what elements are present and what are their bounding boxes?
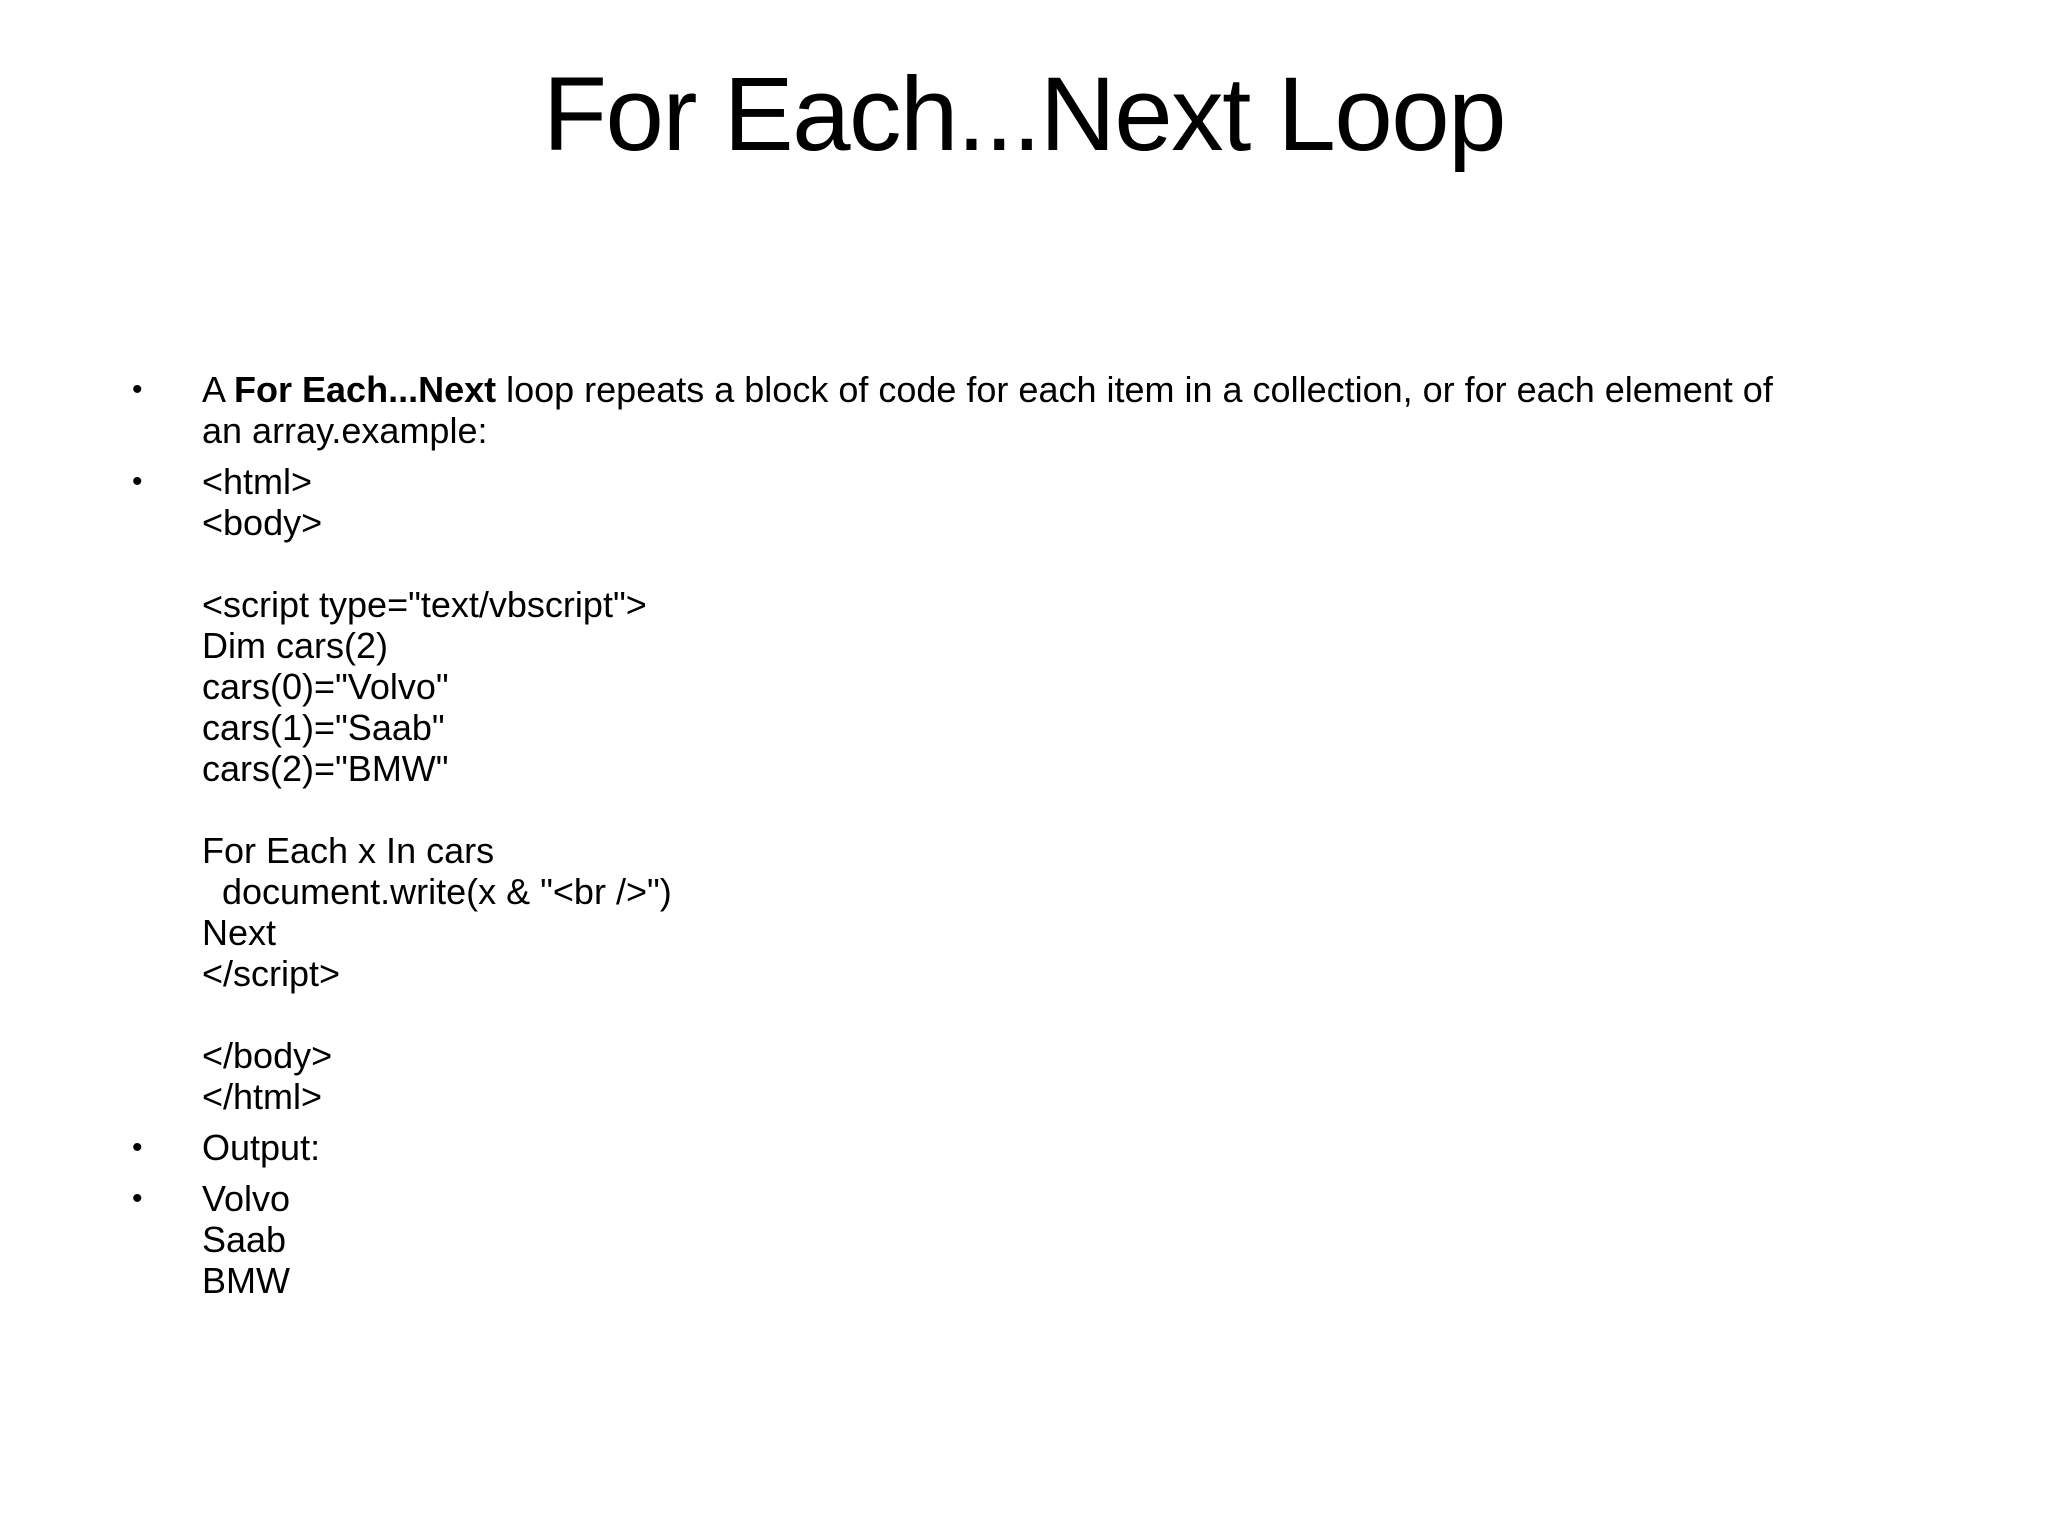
bullet-icon: • <box>132 373 143 406</box>
intro-text-post: loop repeats a block of code for each it… <box>202 369 1773 451</box>
intro-text: A For Each...Next loop repeats a block o… <box>202 369 2010 451</box>
output-values: Volvo Saab BMW <box>202 1178 291 1301</box>
slide-title: For Each...Next Loop <box>542 56 1507 173</box>
intro-text-bold: For Each...Next <box>234 369 497 410</box>
intro-text-pre: A <box>202 369 235 410</box>
bullet-icon: • <box>132 1131 143 1164</box>
bullet-item-output-values: • Volvo Saab BMW <box>132 1178 2010 1301</box>
bullet-item-output-label: • Output: <box>132 1127 2010 1168</box>
bullet-icon: • <box>132 465 143 498</box>
slide-body: • A For Each...Next loop repeats a block… <box>132 369 2010 1301</box>
code-example-text: <html> <body> <script type="text/vbscrip… <box>202 461 672 1117</box>
output-label: Output: <box>202 1127 321 1168</box>
bullet-item-intro: • A For Each...Next loop repeats a block… <box>132 369 2010 451</box>
bullet-icon: • <box>132 1182 143 1215</box>
bullet-item-code: • <html> <body> <script type="text/vbscr… <box>132 461 2010 1117</box>
